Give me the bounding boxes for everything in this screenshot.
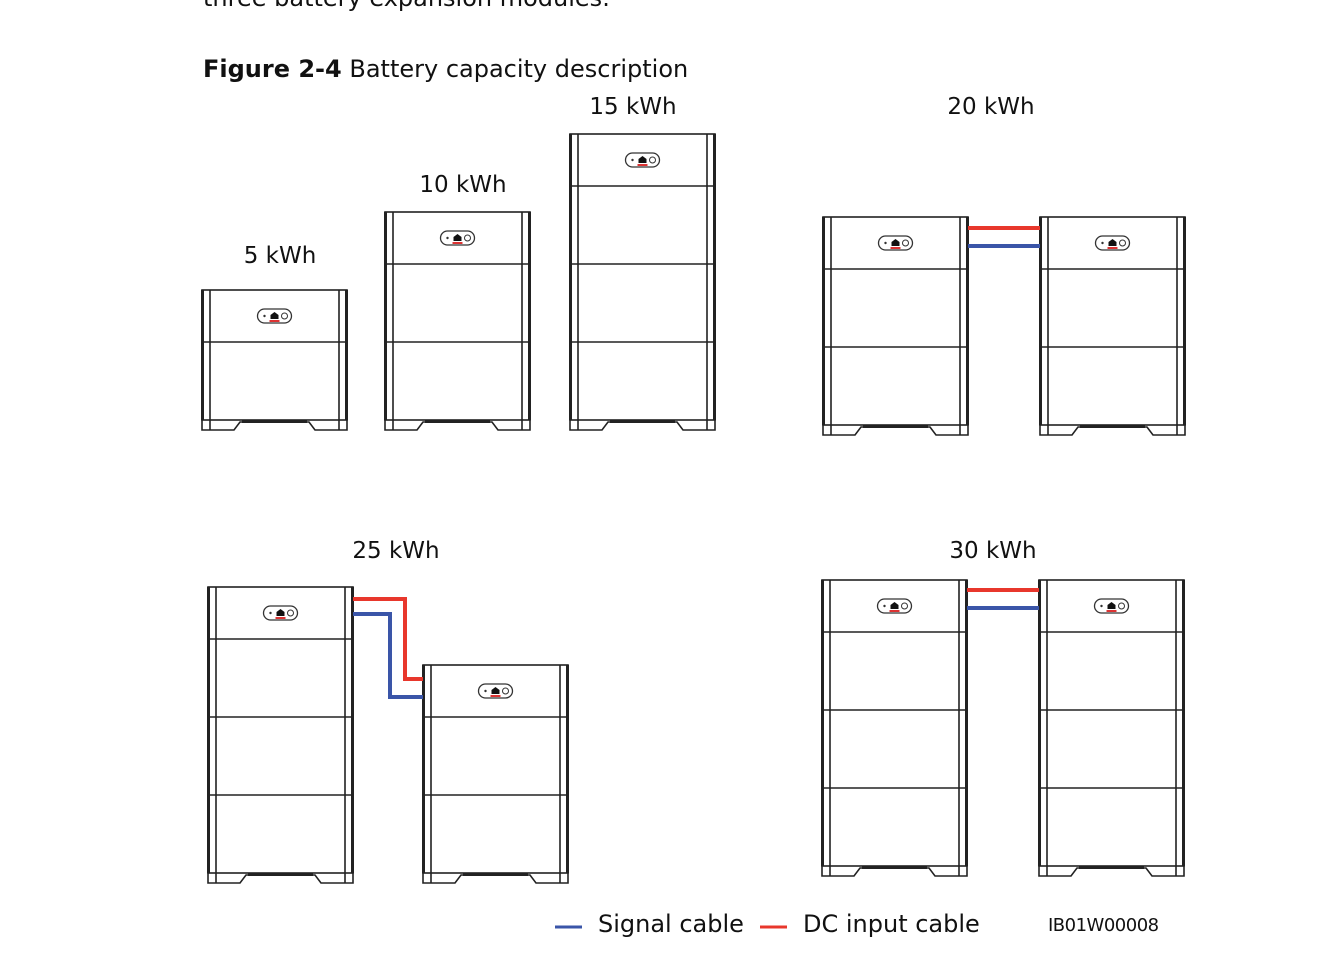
port-icon [638,156,647,163]
stack-edge [201,290,204,420]
stack-edge [822,217,825,425]
stack-edge [966,217,969,425]
battery-stack [569,133,716,431]
status-led [490,695,501,697]
port-icon [1107,602,1116,609]
base-plinth [863,425,928,428]
port-icon [270,312,279,319]
button-icon [502,687,509,695]
stack-edge [713,134,716,420]
stack-outline [569,133,716,421]
stack-edge [351,587,354,873]
indicator-dot-icon [269,611,272,615]
status-led [889,610,900,612]
capacity-label-5: 5 kWh [243,243,317,269]
stack-edge [528,212,531,420]
indicator-dot-icon [883,604,886,608]
figure-caption: Figure 2-4 Battery capacity description [203,55,688,83]
status-led [269,320,280,322]
capacity-label-10: 10 kWh [419,172,507,198]
capacity-label-15: 15 kWh [589,94,677,120]
stack-outline [207,586,354,874]
indicator-dot-icon [631,158,634,162]
port-icon [276,609,285,616]
indicator-dot-icon [484,689,487,693]
stack-outline [821,579,968,867]
legend-dc-label: DC input cable [803,910,980,938]
status-led [1107,247,1118,249]
figure-code: IB01W00008 [1048,915,1159,936]
port-icon [453,234,462,241]
stack-edge [422,665,425,873]
stack-edge [345,290,348,420]
battery-stack [384,211,531,431]
indicator-dot-icon [1101,241,1104,245]
dc-input-cable [353,597,423,681]
status-led [1106,610,1117,612]
stack-edge [384,212,387,420]
capacity-label-20: 20 kWh [947,94,1035,120]
stack-edge [569,134,572,420]
stack-edge [1039,217,1042,425]
indicator-dot-icon [263,314,266,318]
battery-stack [1039,216,1186,436]
base-plinth [1080,425,1145,428]
base-plinth [862,866,927,869]
stack-edge [965,580,968,866]
stack-edge [207,587,210,873]
button-icon [901,602,908,610]
indicator-dot-icon [446,236,449,240]
battery-stack [201,289,348,431]
port-icon [890,602,899,609]
button-icon [281,312,288,320]
port-icon [491,687,500,694]
button-icon [287,609,294,617]
signal-cable [353,612,423,699]
stack-edge [566,665,569,873]
stack-edge [1182,580,1185,866]
port-icon [891,239,900,246]
button-icon [902,239,909,247]
base-plinth [610,420,675,423]
base-plinth [242,420,307,423]
stack-edge [821,580,824,866]
indicator-dot-icon [884,241,887,245]
intro-text: three battery expansion modules. [203,0,610,12]
base-plinth [425,420,490,423]
battery-stack [207,586,354,884]
figure-number: Figure 2-4 [203,55,342,83]
status-led [890,247,901,249]
legend-signal-label: Signal cable [598,910,744,938]
figure-title: Battery capacity description [349,55,689,83]
capacity-label-30: 30 kWh [949,538,1037,564]
base-plinth [1079,866,1144,869]
capacity-label-25: 25 kWh [352,538,440,564]
battery-stack [821,579,968,877]
button-icon [649,156,656,164]
status-led [452,242,463,244]
base-plinth [463,873,528,876]
button-icon [464,234,471,242]
status-led [637,164,648,166]
status-led [275,617,286,619]
port-icon [1108,239,1117,246]
button-icon [1119,239,1126,247]
stack-outline [1038,579,1185,867]
base-plinth [248,873,313,876]
stack-edge [1038,580,1041,866]
battery-stack [1038,579,1185,877]
battery-stack [422,664,569,884]
indicator-dot-icon [1100,604,1103,608]
stack-edge [1183,217,1186,425]
battery-stack [822,216,969,436]
button-icon [1118,602,1125,610]
